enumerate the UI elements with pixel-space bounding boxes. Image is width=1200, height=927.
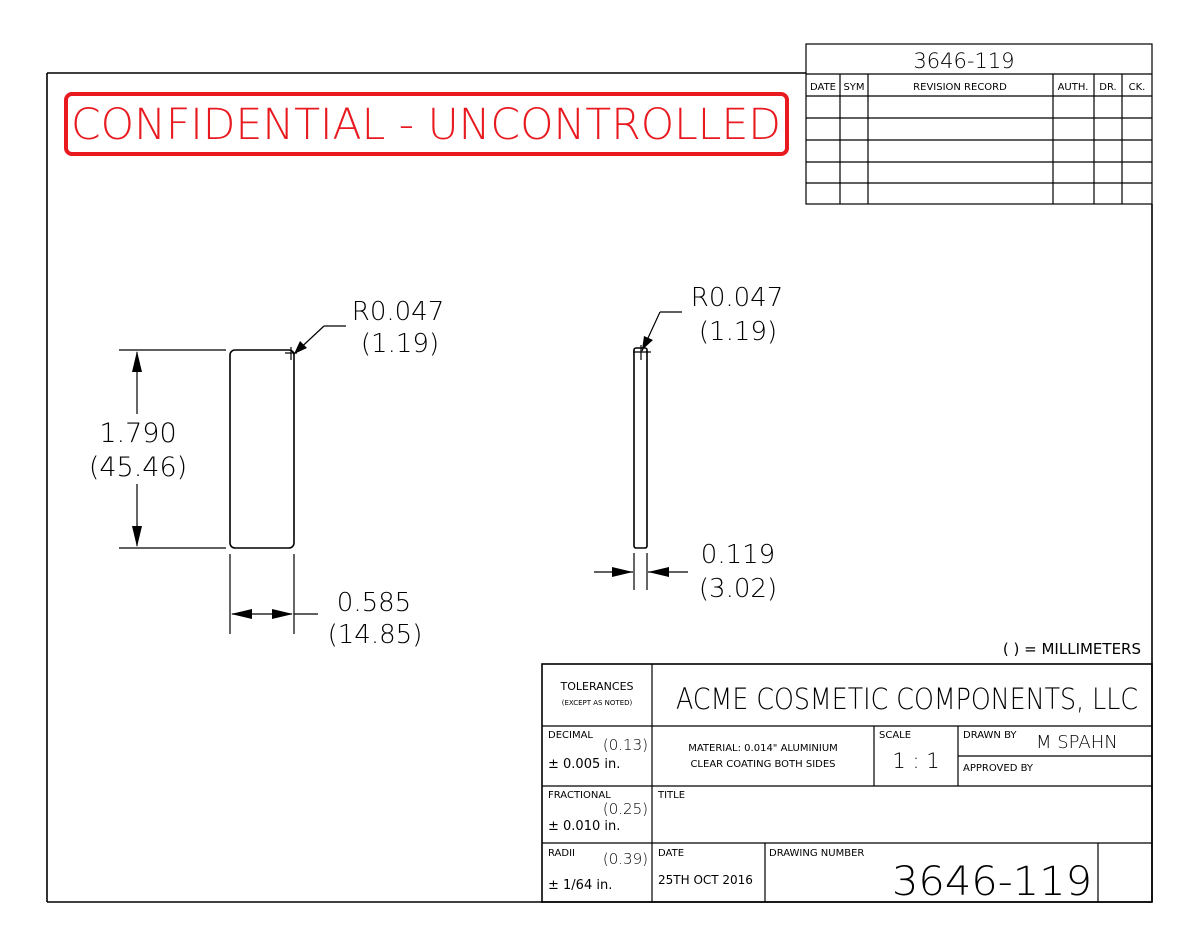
side-thickness-in: 0.119 bbox=[701, 540, 775, 570]
front-radius-in: R0.047 bbox=[352, 297, 445, 327]
front-view: R0.047 (1.19) 1.790 (45.46) 0.585 (14.85… bbox=[89, 297, 444, 650]
material-line-1: MATERIAL: 0.014" ALUMINIUM bbox=[688, 743, 838, 754]
fractional-label: FRACTIONAL bbox=[548, 790, 611, 801]
company-name: ACME COSMETIC COMPONENTS, LLC bbox=[676, 682, 1138, 716]
radii-label: RADII bbox=[548, 848, 575, 859]
decimal-mm: (0.13) bbox=[603, 736, 648, 754]
decimal-label: DECIMAL bbox=[548, 730, 593, 741]
tolerances-sub: (EXCEPT AS NOTED) bbox=[562, 699, 633, 707]
front-height-in: 1.790 bbox=[99, 418, 176, 449]
rev-header-date: DATE bbox=[810, 82, 836, 93]
rev-header-auth: AUTH. bbox=[1058, 82, 1089, 93]
rev-header-sym: SYM bbox=[843, 82, 864, 93]
side-view-part-outline bbox=[633, 347, 648, 549]
drawing-number: 3646-119 bbox=[892, 859, 1092, 905]
title-block: TOLERANCES (EXCEPT AS NOTED) ACME COSMET… bbox=[541, 663, 1153, 905]
date-label: DATE bbox=[658, 848, 684, 859]
rev-header-ck: CK. bbox=[1129, 82, 1146, 93]
date-value: 25TH OCT 2016 bbox=[658, 873, 753, 887]
fractional-in: ± 0.010 in. bbox=[548, 819, 620, 834]
drawn-by-label: DRAWN BY bbox=[963, 730, 1017, 741]
scale-value: 1 : 1 bbox=[892, 749, 939, 773]
revision-drawing-number: 3646-119 bbox=[913, 49, 1014, 73]
side-radius-mm: (1.19) bbox=[699, 317, 777, 347]
radii-in: ± 1/64 in. bbox=[548, 878, 612, 893]
units-note: ( ) = MILLIMETERS bbox=[1003, 640, 1141, 658]
scale-label: SCALE bbox=[879, 730, 911, 741]
front-width-mm: (14.85) bbox=[328, 620, 423, 650]
fractional-mm: (0.25) bbox=[603, 800, 648, 818]
side-radius-in: R0.047 bbox=[691, 283, 784, 313]
front-width-in: 0.585 bbox=[337, 588, 411, 618]
material-line-2: CLEAR COATING BOTH SIDES bbox=[690, 759, 835, 770]
side-thickness-mm: (3.02) bbox=[699, 574, 777, 604]
decimal-in: ± 0.005 in. bbox=[548, 757, 620, 772]
confidential-stamp-text: CONFIDENTIAL - UNCONTROLLED bbox=[71, 100, 781, 150]
rev-header-dr: DR. bbox=[1099, 82, 1116, 93]
front-view-part-outline bbox=[229, 349, 295, 549]
confidential-stamp: CONFIDENTIAL - UNCONTROLLED bbox=[64, 92, 789, 156]
front-height-mm: (45.46) bbox=[89, 452, 187, 483]
side-view: R0.047 (1.19) 0.119 (3.02) bbox=[594, 283, 783, 604]
drawn-by-value: M SPAHN bbox=[1036, 732, 1118, 753]
tolerances-label: TOLERANCES bbox=[559, 680, 633, 693]
radii-mm: (0.39) bbox=[603, 850, 648, 868]
title-label: TITLE bbox=[657, 790, 685, 801]
drawing-number-label: DRAWING NUMBER bbox=[769, 848, 864, 859]
sheet-border bbox=[46, 72, 1153, 903]
rev-header-record: REVISION RECORD bbox=[913, 82, 1007, 93]
revision-block: 3646-119 DATE SYM REVISION RECORD AUTH. … bbox=[805, 43, 1153, 205]
approved-by-label: APPROVED BY bbox=[963, 763, 1034, 774]
front-radius-mm: (1.19) bbox=[361, 329, 439, 359]
